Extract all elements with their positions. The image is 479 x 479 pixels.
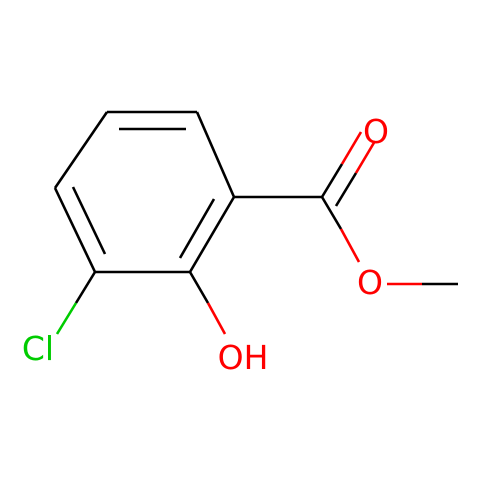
- bond-ring-5: [53, 187, 97, 273]
- bond-ring-3: [188, 196, 236, 273]
- bond-carbonyl-o-a2: [340, 131, 363, 165]
- bond-carbonyl-o-b1: [334, 172, 358, 207]
- bond-ester-c-o-1: [320, 196, 343, 230]
- bond-carbonyl-o-a1: [320, 163, 344, 198]
- bond-ring-inner-left: [71, 186, 107, 255]
- bond-c-oh-2: [206, 302, 227, 335]
- bond-ester-c-o-2: [339, 228, 361, 263]
- bond-carbonyl-o-b2: [354, 140, 377, 174]
- bond-ring-inner-right: [178, 198, 216, 259]
- bond-layer: [53, 110, 458, 335]
- bond-ring-2: [195, 111, 236, 198]
- bond-c-oh-1: [188, 271, 210, 304]
- hydroxyl-label: OH: [218, 338, 269, 377]
- bond-c-cl-2: [55, 302, 78, 335]
- chlorine-label: Cl: [22, 329, 54, 368]
- carbonyl-oxygen-label: O: [363, 112, 389, 151]
- ester-oxygen-label: O: [357, 263, 383, 302]
- bond-ring-6: [53, 111, 109, 189]
- bond-c-cl-1: [74, 271, 97, 304]
